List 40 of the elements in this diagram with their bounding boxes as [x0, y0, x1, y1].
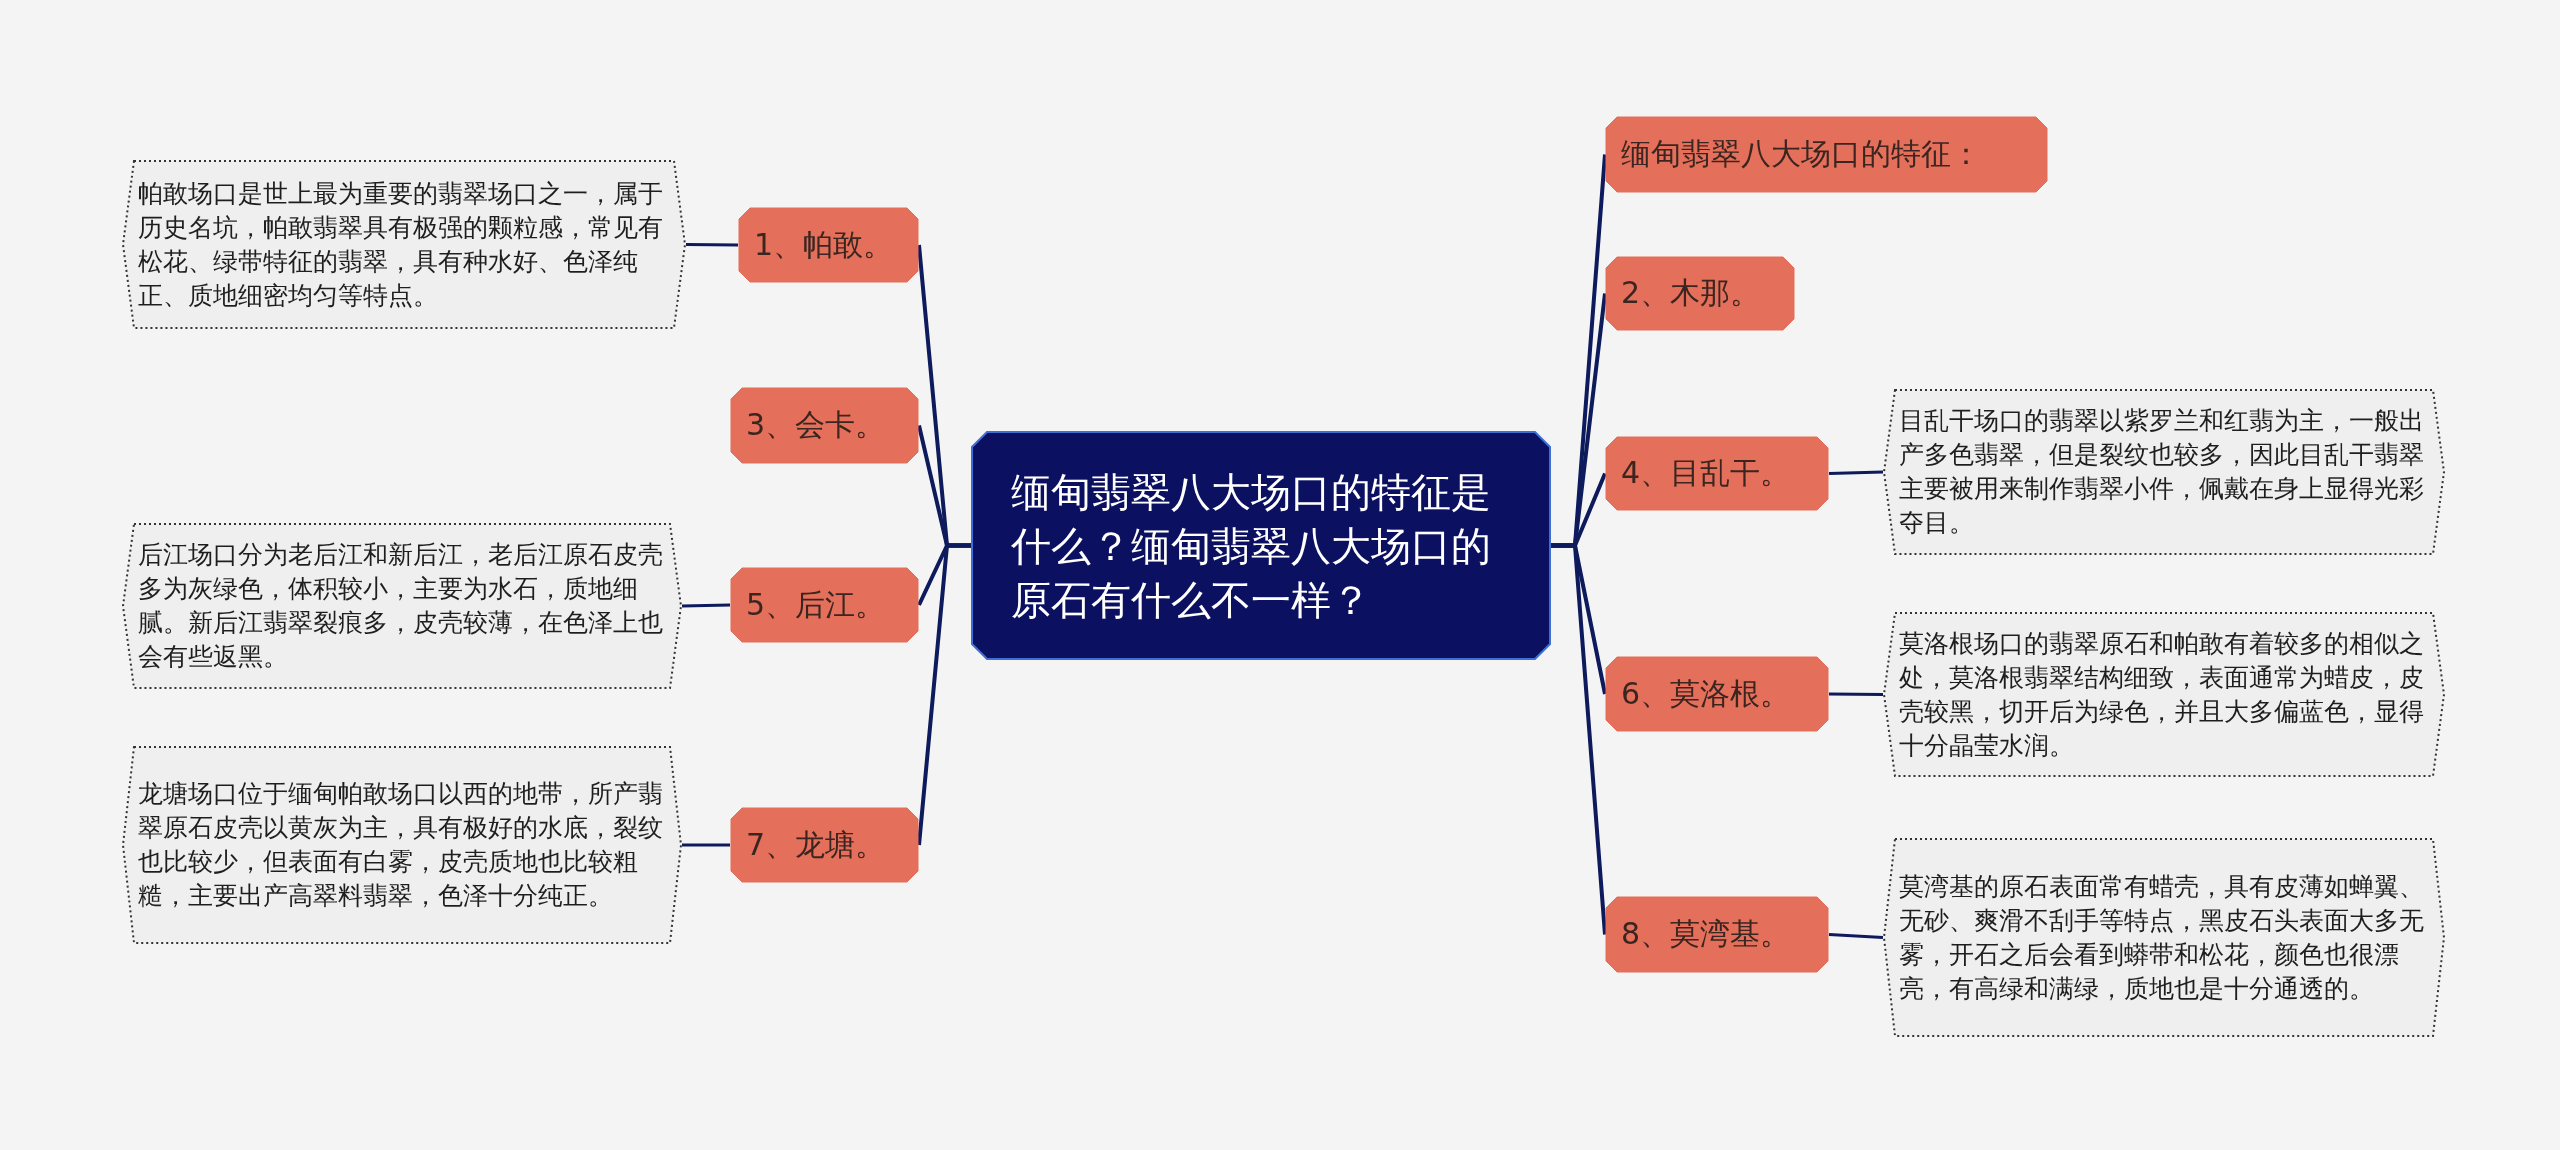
topic-box	[730, 567, 919, 643]
topic-box	[730, 387, 919, 464]
connector-line	[1828, 470, 1884, 475]
note-box	[1883, 612, 2445, 777]
topic-text: 2、木那。	[1621, 274, 1761, 312]
topic-box	[730, 807, 919, 883]
note-text: 龙塘场口位于缅甸帕敢场口以西的地带，所产翡翠原石皮壳以黄灰为主，具有极好的水底，裂纹也比较少，但表面有白雾，皮壳质地也比较粗糙，主要出产高翠料翡翠，色泽十分纯正。	[138, 778, 664, 912]
topic-box	[1605, 116, 2048, 193]
topic-box	[1605, 896, 1829, 973]
topic-box	[1605, 436, 1829, 511]
connector-line	[917, 543, 971, 846]
topic-text: 1、帕敢。	[754, 225, 894, 264]
note-box	[122, 523, 682, 689]
topic-text: 5、后江。	[746, 585, 886, 624]
topic-box	[1605, 256, 1795, 331]
note-text: 莫洛根场口的翡翠原石和帕敢有着较多的相似之处，莫洛根翡翠结构细致，表面通常为蜡皮，皮壳较黑，切开后为绿色，并且大多偏蓝色，显得十分晶莹水润。	[1899, 627, 2425, 762]
topic-box	[738, 207, 919, 283]
note-box	[1883, 389, 2445, 555]
connector-line	[1829, 692, 1883, 696]
note-box	[1883, 838, 2445, 1037]
topic-text: 6、莫洛根。	[1621, 674, 1791, 713]
topic-text: 8、莫湾基。	[1621, 915, 1791, 953]
connector-line	[681, 603, 731, 608]
connector-line	[686, 243, 738, 247]
note-box	[122, 746, 682, 944]
note-text: 目乱干场口的翡翠以紫罗兰和红翡为主，一般出产多色翡翠，但是裂纹也较多，因此目乱干翡翠主要被用来制作翡翠小件，佩戴在身上显得光彩夺目。	[1899, 405, 2425, 539]
central-topic-box	[971, 431, 1551, 660]
note-text: 后江场口分为老后江和新后江，老后江原石皮壳多为灰绿色，体积较小，主要为水石，质地细腻。新后江翡翠裂痕多，皮壳较薄，在色泽上也会有些返黑。	[138, 539, 664, 673]
topic-text: 缅甸翡翠八大场口的特征：	[1621, 135, 1981, 173]
note-text: 帕敢场口是世上最为重要的翡翠场口之一，属于历史名坑，帕敢翡翠具有极强的颗粒感，常见有松花、绿带特征的翡翠，具有种水好、色泽纯正、质地细密均匀等特点。	[138, 177, 664, 312]
note-text: 莫湾基的原石表面常有蜡壳，具有皮薄如蝉翼、无砂、爽滑不刮手等特点，黑皮石头表面大多无雾，开石之后会看到蟒带和松花，颜色也很漂亮，有高绿和满绿，质地也是十分通透的。	[1899, 870, 2425, 1005]
connector-line	[1828, 933, 1884, 939]
note-box	[122, 160, 686, 329]
topic-text: 4、目乱干。	[1621, 454, 1791, 492]
topic-box	[1605, 656, 1829, 732]
topic-text: 7、龙塘。	[746, 825, 886, 864]
connector-line	[682, 843, 730, 847]
central-topic-text: 缅甸翡翠八大场口的特征是什么？缅甸翡翠八大场口的原石有什么不一样？	[1011, 467, 1492, 625]
connector-line	[1551, 543, 1607, 935]
topic-text: 3、会卡。	[746, 406, 886, 444]
